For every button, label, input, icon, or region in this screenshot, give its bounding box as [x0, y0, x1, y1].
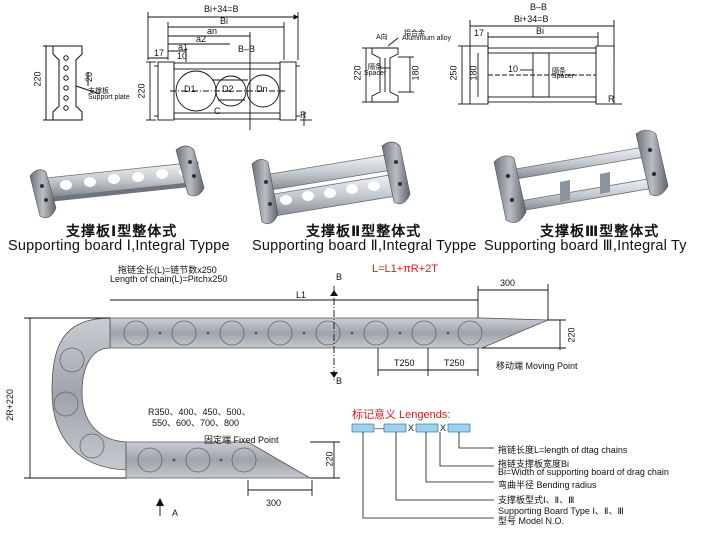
- right-250: 250: [448, 65, 459, 81]
- front-bi: Bi: [220, 16, 229, 26]
- alu-180: 180: [410, 65, 421, 81]
- product-3-caption-cn: 支撑板Ⅲ型整体式: [540, 223, 660, 239]
- legend-title: 标记意义 Lengends:: [352, 409, 451, 421]
- plate-label-cn: 支撑板: [88, 88, 109, 95]
- alu-label-cn: 铝合金: [404, 30, 425, 37]
- dim-300-top: 300: [500, 278, 516, 288]
- right-180: 180: [468, 65, 479, 81]
- front-dn: Dn: [256, 84, 268, 94]
- product-1-caption-en: Supporting board Ⅰ,Integral Typpe: [8, 238, 230, 254]
- front-d2: D2: [222, 84, 234, 94]
- front-d1: D1: [184, 84, 196, 94]
- legend-item-width-cn: 拖链支撑板宽度Bi: [498, 459, 570, 469]
- front-c: C: [214, 106, 221, 116]
- front-height: 220: [136, 83, 147, 99]
- dim-2r-220: 2R+220: [4, 389, 15, 421]
- legend-sep-1: —: [375, 423, 384, 433]
- legend-item-model: 型号 Model N.O.: [498, 516, 565, 526]
- chain-length-en: Length of chain(L)=Pitchx250: [110, 274, 228, 284]
- fixed-point-label: 固定端 Fixed Point: [204, 435, 279, 445]
- alu-spacer-en: Spacer: [364, 70, 387, 77]
- legend-item-radius: 弯曲半径 Bending radius: [498, 480, 597, 490]
- dim-220-right: 220: [566, 327, 577, 343]
- front-a1: a1: [178, 42, 189, 52]
- dim-220-bottom: 220: [324, 451, 335, 467]
- dim-t250-a: T250: [394, 358, 415, 368]
- chain-layout-drawing: [24, 284, 566, 516]
- product-1-caption-cn: 支撑板Ⅰ型整体式: [66, 223, 178, 239]
- front-view-drawing: [146, 12, 312, 130]
- right-spacer-en: Spacer: [552, 73, 575, 80]
- radius-list-line-1: R350、400、450、500、: [148, 407, 251, 417]
- legend-item-type-en: Supporting Board Type Ⅰ、Ⅱ、Ⅲ: [498, 506, 624, 516]
- product-photo-type-3: [493, 129, 669, 223]
- product-3-caption-en: Supporting board Ⅲ,Integral Ty: [484, 238, 687, 254]
- legend-box-type: [447, 423, 471, 433]
- legend-item-type-cn: 支撑板型式Ⅰ、Ⅱ、Ⅲ: [498, 495, 575, 505]
- right-total-width: Bi+34=B: [514, 14, 549, 24]
- legend-box-radius: [415, 423, 439, 433]
- legend-box-width: [383, 423, 407, 433]
- front-a2: a2: [196, 34, 207, 44]
- product-photo-type-1: [29, 145, 205, 219]
- chain-length-cn: 拖链全长(L)=链节数x250: [118, 265, 217, 275]
- alu-a-label: A向: [376, 34, 388, 41]
- dim-t250-b: T250: [444, 358, 465, 368]
- product-2-caption-en: Supporting board Ⅱ,Integral Typpe: [252, 238, 477, 254]
- legend-drawing: [351, 423, 494, 519]
- alu-label-en: Aluminium alloy: [402, 35, 452, 42]
- right-spacer-cn: 隔条: [552, 68, 566, 75]
- alu-spacer-cn: 隔条: [368, 64, 382, 71]
- right-r: R: [608, 94, 615, 104]
- front-total-width: Bi+34=B: [204, 4, 239, 14]
- plate-height-dim: 220: [32, 71, 43, 87]
- plate-hole-dim: 20: [84, 71, 95, 83]
- front-an: an: [207, 26, 218, 36]
- legend-sep-2: X: [408, 423, 415, 433]
- legend-item-length: 拖链长度L=length of dtag chains: [498, 445, 628, 455]
- right-section-drawing: [458, 20, 622, 105]
- moving-point-label: 移动端 Moving Point: [496, 361, 578, 371]
- legend-box-length: [351, 423, 375, 433]
- aluminium-section-drawing: [362, 37, 414, 103]
- arrow-a-label: A: [172, 508, 179, 518]
- right-bi: Bi: [536, 26, 545, 36]
- length-formula: L=L1+πR+2T: [372, 263, 438, 275]
- right-section-label: B–B: [530, 2, 548, 12]
- front-10: 10: [177, 51, 188, 61]
- dim-300-bottom: 300: [266, 498, 282, 508]
- section-b-top: B: [336, 272, 343, 282]
- support-plate-drawing: [43, 45, 101, 121]
- product-photo-type-2: [251, 141, 411, 225]
- front-17: 17: [154, 48, 165, 58]
- legend-item-width-en: Bi=Width of supporting board of drag cha…: [498, 467, 669, 477]
- front-r: R: [300, 110, 307, 120]
- alu-220: 220: [352, 65, 363, 81]
- product-2-caption-cn: 支撑板Ⅱ型整体式: [306, 223, 422, 239]
- dim-l1: L1: [296, 290, 307, 300]
- right-10: 10: [508, 64, 519, 74]
- right-17: 17: [474, 28, 485, 38]
- radius-list-line-2: 550、600、700、800: [152, 418, 240, 428]
- plate-label-en: Support plate: [88, 94, 130, 101]
- legend-sep-3: X: [440, 423, 447, 433]
- section-b-bottom: B: [336, 376, 343, 386]
- front-section-label: B–B: [238, 44, 256, 54]
